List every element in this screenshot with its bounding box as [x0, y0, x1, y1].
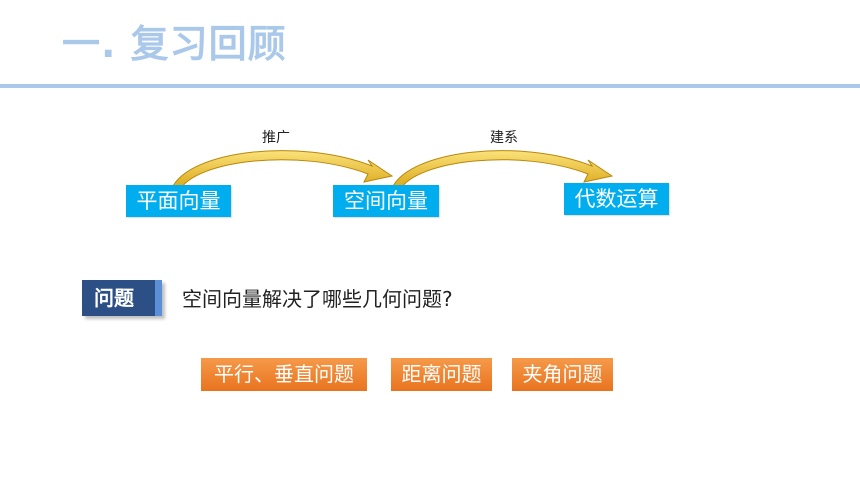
arrow-coordinate	[391, 150, 614, 191]
arrow-label-extend: 推广	[262, 130, 290, 146]
question-text: 空间向量解决了哪些几何问题?	[182, 287, 453, 311]
node-algebra: 代数运算	[564, 183, 669, 215]
node-space-vector: 空间向量	[333, 185, 439, 217]
question-tag: 问题	[82, 280, 162, 316]
node-plane-vector: 平面向量	[126, 185, 231, 217]
answer-distance: 距离问题	[391, 358, 492, 391]
page-title: 一. 复习回顾	[62, 22, 287, 66]
answer-angle: 夹角问题	[512, 358, 613, 391]
arrow-extend	[171, 150, 394, 191]
title-divider	[0, 84, 860, 88]
answer-parallel-perpendicular: 平行、垂直问题	[201, 358, 367, 391]
arrow-label-coordinate: 建系	[490, 130, 518, 146]
